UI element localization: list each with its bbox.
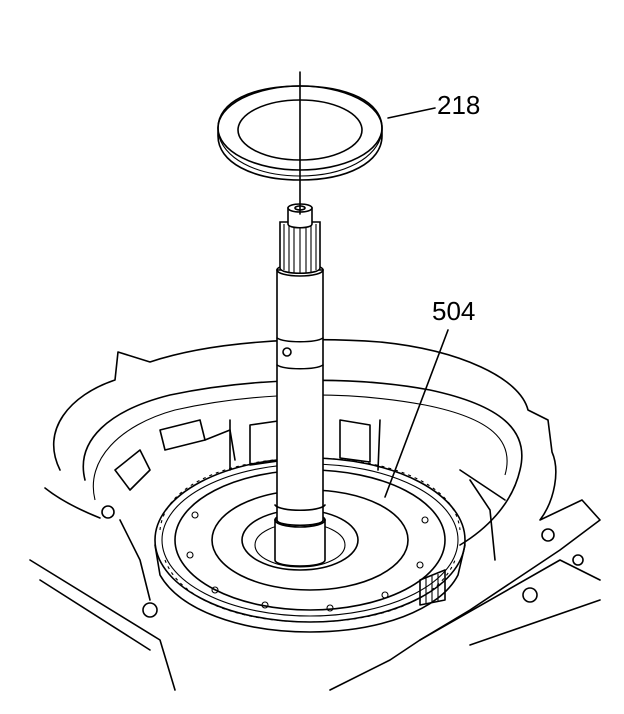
leader-line-218 xyxy=(387,107,436,119)
callout-218: 218 xyxy=(437,90,481,120)
input-shaft xyxy=(274,203,326,567)
callout-504: 504 xyxy=(432,296,476,326)
leader-line-504 xyxy=(384,329,449,498)
transmission-case xyxy=(29,338,601,691)
